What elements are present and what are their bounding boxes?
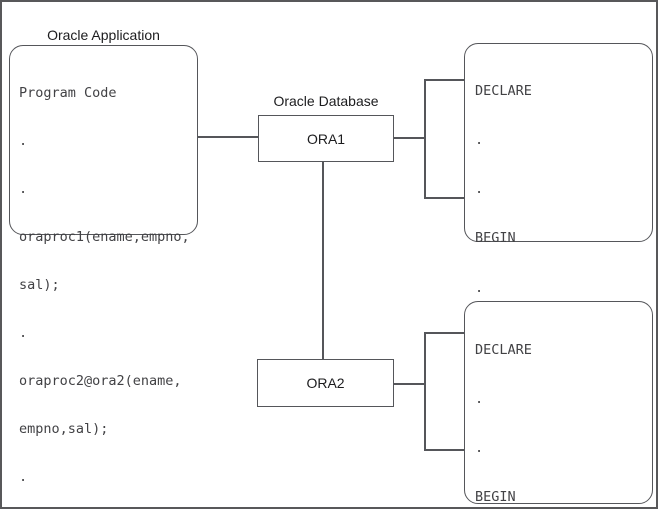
code-line: . xyxy=(19,133,28,149)
code-line: . xyxy=(475,391,484,408)
code-line: Program Code xyxy=(19,85,117,101)
proc2-bracket-vertical xyxy=(424,332,426,451)
code-line: . xyxy=(475,181,484,198)
proc2-code: DECLARE . . BEGIN . . UPDATE...oratab1 .… xyxy=(475,309,652,507)
code-line: BEGIN xyxy=(475,489,516,506)
code-line: DECLARE xyxy=(475,341,532,358)
database-title: Oracle Database xyxy=(273,93,379,109)
database-node-ora2: ORA2 xyxy=(257,359,394,407)
connector-application-ora1 xyxy=(197,136,258,138)
connector-ora2-proc2 xyxy=(394,383,424,385)
proc1-bracket-top xyxy=(424,79,464,81)
proc1-box: DECLARE . . BEGIN . . UPDATE...oratab1 .… xyxy=(464,43,653,493)
proc1-bracket-vertical xyxy=(424,79,426,199)
code-line: . xyxy=(19,325,28,341)
application-box: Program Code . . oraproc1(ename,empno, s… xyxy=(9,45,198,485)
code-line: oraproc2@ora2(ename, xyxy=(19,373,182,389)
code-line: . xyxy=(19,181,28,197)
proc2-bracket-top xyxy=(424,332,464,334)
database-node-ora1: ORA1 xyxy=(258,115,394,162)
connector-ora1-proc1 xyxy=(394,137,424,139)
code-line: DECLARE xyxy=(475,82,532,99)
proc1-bracket-bottom xyxy=(424,197,464,199)
code-line: . xyxy=(475,440,484,457)
code-line: . xyxy=(19,469,28,485)
application-title: Oracle Application xyxy=(47,27,160,43)
code-line: sal); xyxy=(19,277,60,293)
code-line: . xyxy=(475,132,484,149)
code-line: empno,sal); xyxy=(19,421,109,437)
connector-ora1-ora2 xyxy=(322,162,324,359)
proc2-bracket-bottom xyxy=(424,449,464,451)
application-code: Program Code . . oraproc1(ename,empno, s… xyxy=(19,53,197,507)
code-line: . xyxy=(475,279,484,296)
proc2-box: DECLARE . . BEGIN . . UPDATE...oratab1 .… xyxy=(464,301,653,505)
code-line: BEGIN xyxy=(475,230,516,247)
code-line: oraproc1(ename,empno, xyxy=(19,229,190,245)
